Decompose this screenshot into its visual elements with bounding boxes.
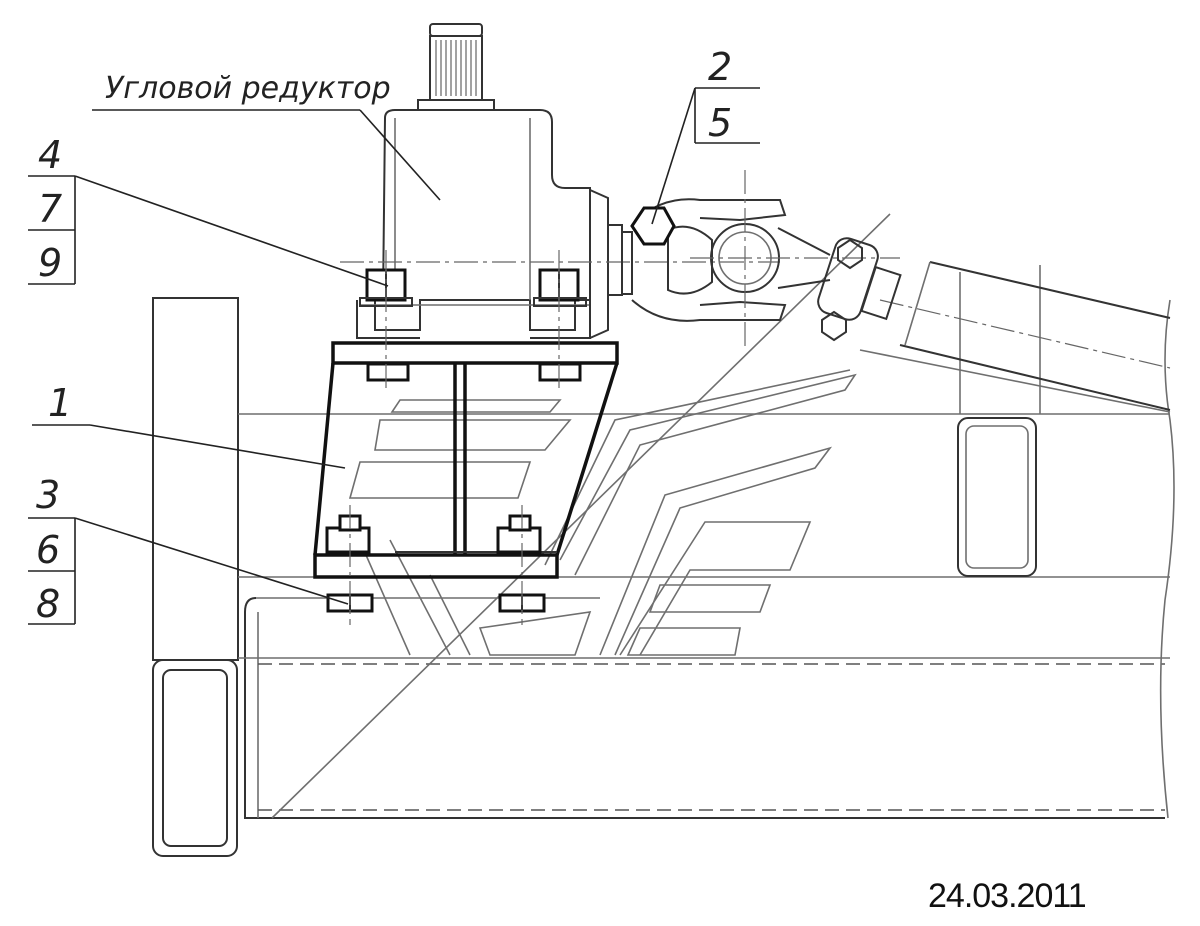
- nut-under-plate-left: [366, 362, 410, 382]
- callout-number: 8: [36, 582, 60, 626]
- bracket-top-plate: [331, 341, 619, 365]
- callout-number: 4: [38, 133, 62, 177]
- left-post: [152, 297, 239, 661]
- gearbox-housing: [374, 109, 591, 331]
- fasteners: [325, 250, 587, 625]
- callout-2-5: 2 5: [651, 45, 760, 225]
- nut-under-plate-right: [538, 362, 582, 382]
- callout-number: 9: [38, 241, 62, 285]
- right-tube: [957, 417, 1037, 577]
- left-tube: [152, 659, 238, 857]
- callout-number: 2: [708, 45, 732, 89]
- callout-number: 6: [36, 528, 60, 572]
- callout-3-6-8: 3 6 8: [28, 473, 349, 626]
- mounting-bracket: [313, 341, 619, 579]
- callout-4-7-9: 4 7 9: [28, 133, 389, 287]
- callout-number: 1: [48, 381, 72, 425]
- gearbox-caption: Угловой редуктор: [105, 71, 391, 106]
- callout-number: 5: [708, 101, 732, 145]
- nut-lower-right: [496, 526, 542, 554]
- callout-number: 7: [38, 187, 62, 231]
- universal-joint: [621, 170, 902, 350]
- hex-bolt-2: [630, 206, 676, 246]
- drawing-date: 24.03.2011: [928, 877, 1086, 915]
- callout-1: 1: [32, 381, 346, 469]
- lower-beam: [244, 597, 1165, 819]
- nut-lower-left: [325, 526, 371, 554]
- left-tube-inner: [162, 669, 228, 847]
- bracket-bottom-plate: [313, 553, 559, 579]
- callout-number: 3: [36, 473, 60, 517]
- gearbox-callout: Угловой редуктор: [92, 71, 441, 201]
- chassis-frame: [152, 213, 1175, 857]
